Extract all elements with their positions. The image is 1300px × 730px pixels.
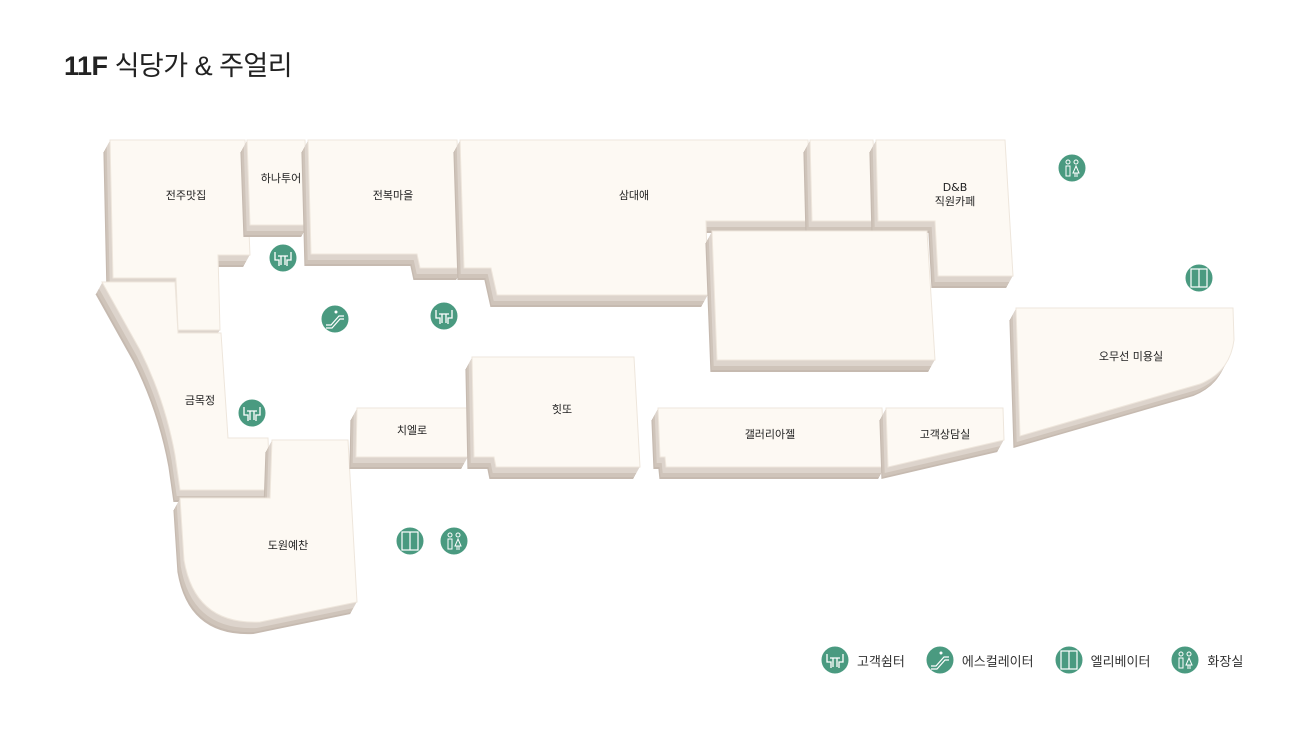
legend: 고객쉼터 에스컬레이터 엘리베이터 화장실 xyxy=(820,645,1243,675)
rest-area-icon[interactable] xyxy=(237,398,267,428)
store-area-hitto[interactable] xyxy=(471,356,641,468)
restroom-icon[interactable] xyxy=(439,526,469,556)
rest-area-icon xyxy=(820,645,850,675)
map-labels: 전주맛집 하나투어 전복마을 삼대애 D&B 직원카페 금목정 도원예찬 치엘로… xyxy=(166,171,1163,552)
store-area-center[interactable] xyxy=(711,230,936,361)
legend-label: 고객쉼터 xyxy=(857,654,905,670)
store-label-hana[interactable]: 하나투어 xyxy=(261,171,301,185)
elevator-icon xyxy=(1054,645,1084,675)
legend-label: 에스컬레이터 xyxy=(961,654,1034,670)
rest-area-icon[interactable] xyxy=(268,243,298,273)
legend-escalator: 에스컬레이터 xyxy=(925,645,1034,675)
store-area-geummok[interactable] xyxy=(101,281,271,491)
store-area-service[interactable] xyxy=(885,407,1005,468)
elevator-icon[interactable] xyxy=(1184,263,1214,293)
floor-number: 11F xyxy=(64,51,108,81)
store-label-db[interactable]: D&B xyxy=(943,181,968,194)
restroom-icon xyxy=(1170,645,1200,675)
store-label-galleria[interactable]: 갤러리아젤 xyxy=(745,428,796,441)
store-label-db-2[interactable]: 직원카페 xyxy=(935,195,975,208)
legend-label: 엘리베이터 xyxy=(1090,654,1151,670)
store-label-dowon[interactable]: 도원예찬 xyxy=(268,538,308,552)
floor-title: 식당가 & 주얼리 xyxy=(114,51,293,81)
store-area-omusun[interactable] xyxy=(1015,307,1235,437)
rest-area-icon[interactable] xyxy=(429,301,459,331)
restroom-icon[interactable] xyxy=(1057,153,1087,183)
store-area-jeonbok[interactable] xyxy=(307,139,464,269)
page-title: 11F 식당가 & 주얼리 xyxy=(64,44,293,83)
store-label-hitto[interactable]: 힛또 xyxy=(552,403,572,416)
store-label-chiello[interactable]: 치엘로 xyxy=(397,424,427,437)
store-label-geummok[interactable]: 금목정 xyxy=(185,394,215,407)
store-area-galleria[interactable] xyxy=(657,407,886,468)
store-shapes xyxy=(95,139,1235,635)
elevator-icon[interactable] xyxy=(395,526,425,556)
escalator-icon xyxy=(925,645,955,675)
store-label-samdae[interactable]: 삼대애 xyxy=(619,189,649,202)
legend-label: 화장실 xyxy=(1207,654,1244,670)
store-area-db[interactable] xyxy=(875,139,1014,277)
escalator-icon[interactable] xyxy=(320,304,350,334)
store-label-jeonju[interactable]: 전주맛집 xyxy=(166,189,206,202)
store-label-jeonbok[interactable]: 전복마을 xyxy=(373,189,413,202)
legend-rest-area: 고객쉼터 xyxy=(820,645,905,675)
legend-elevator: 엘리베이터 xyxy=(1054,645,1151,675)
store-label-omusun[interactable]: 오무선 미용실 xyxy=(1099,350,1163,363)
store-label-service[interactable]: 고객상담실 xyxy=(920,428,971,441)
legend-restroom: 화장실 xyxy=(1170,645,1243,675)
store-area-small[interactable] xyxy=(809,139,879,222)
